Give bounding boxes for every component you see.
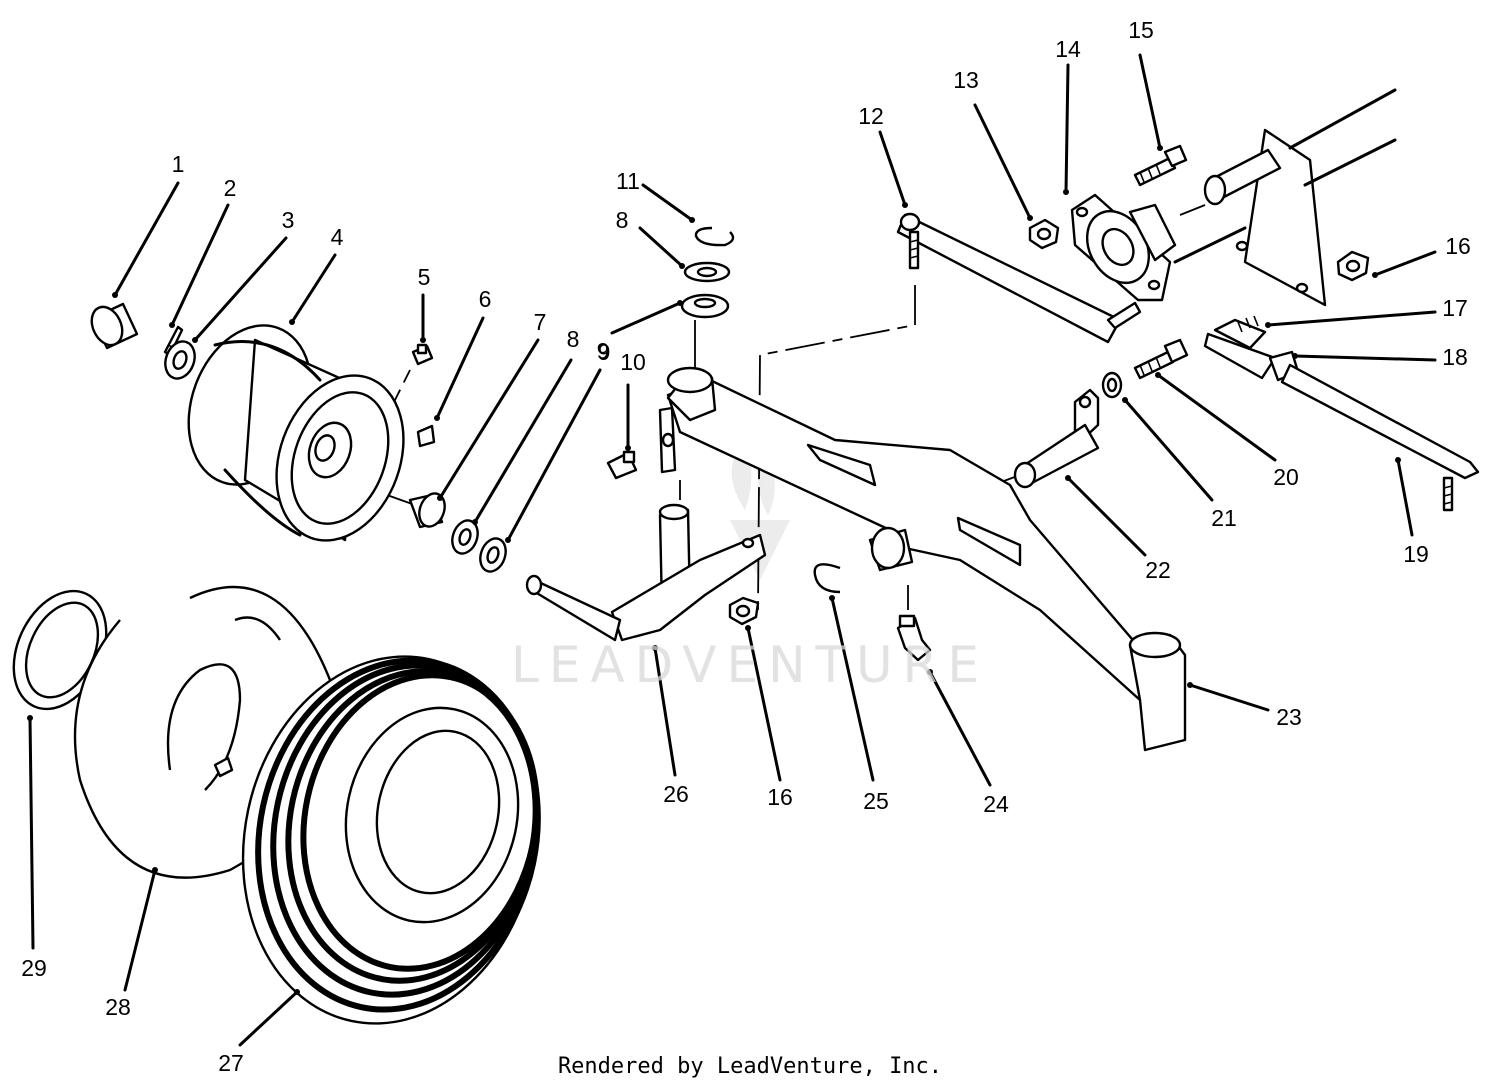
callout-18: 18 [1442, 344, 1468, 370]
part-21-washer [1101, 371, 1123, 399]
part-3-washer [164, 340, 196, 380]
footer-credit: Rendered by LeadVenture, Inc. [557, 1054, 943, 1079]
part-16-nut-upper [1336, 250, 1370, 282]
callout-4: 4 [331, 224, 344, 250]
callout-9-lower: 9 [598, 339, 611, 365]
callout-8-upper: 8 [616, 207, 629, 233]
part-8-washer-lower [451, 519, 479, 555]
callout-7: 7 [534, 309, 547, 335]
part-9-washer-lower [479, 537, 507, 573]
callout-12: 12 [858, 103, 884, 129]
callout-6: 6 [479, 286, 492, 312]
frame-bracket [1173, 88, 1397, 307]
callout-9-upper: 9 [597, 338, 610, 364]
callout-22: 22 [1145, 557, 1171, 583]
callout-14: 14 [1055, 36, 1081, 62]
callout-16-lower: 16 [767, 784, 793, 810]
callout-15: 15 [1128, 17, 1154, 43]
part-1-bushing [90, 302, 139, 350]
part-16-nut-lower [728, 596, 760, 626]
part-8-washer-upper [683, 261, 731, 283]
part-13-nut [1028, 218, 1060, 250]
callout-5: 5 [418, 264, 431, 290]
callout-21: 21 [1211, 505, 1237, 531]
part-6-screw [416, 424, 436, 448]
callout-23: 23 [1276, 704, 1302, 730]
callout-11: 11 [616, 168, 640, 194]
part-11-e-clip [694, 226, 735, 247]
callout-1: 1 [172, 151, 185, 177]
callout-27: 27 [218, 1050, 244, 1076]
part-22-pivot-pin [1013, 388, 1100, 489]
callout-8-lower: 8 [567, 326, 580, 352]
part-26-spindle [525, 503, 767, 642]
part-5-fitting [411, 343, 434, 366]
part-12-tie-rod [896, 212, 1142, 344]
part-10-fitting [606, 450, 638, 480]
callout-2: 2 [224, 175, 237, 201]
callout-17: 17 [1442, 295, 1468, 321]
callout-labels: 1 2 3 4 5 6 7 8 9 10 11 8 9 12 13 14 15 … [21, 17, 1471, 1076]
part-20-bolt [1133, 338, 1189, 380]
part-14-flange-bearing [1070, 193, 1177, 302]
callout-13: 13 [953, 67, 979, 93]
part-9-washer-upper [680, 293, 730, 319]
part-23-axle [658, 366, 1187, 752]
callout-3: 3 [282, 207, 295, 233]
callout-24: 24 [983, 791, 1009, 817]
part-25-e-clip [813, 563, 841, 594]
callout-28: 28 [105, 994, 131, 1020]
callout-16-upper: 16 [1445, 233, 1471, 259]
callout-29: 29 [21, 955, 47, 981]
part-4-wheel-rim [187, 324, 405, 542]
part-29-ring [12, 589, 108, 711]
part-24-elbow-fitting [896, 614, 932, 662]
part-15-bolt [1133, 144, 1188, 187]
callout-20: 20 [1273, 464, 1299, 490]
part-19-tie-rod [1203, 315, 1480, 512]
callout-26: 26 [663, 781, 689, 807]
part-7-bearing [408, 492, 446, 529]
callout-25: 25 [863, 788, 889, 814]
leader-lines [27, 53, 1437, 1047]
callout-10: 10 [620, 349, 646, 375]
part-27-tire [241, 655, 541, 1025]
callout-19: 19 [1403, 541, 1429, 567]
